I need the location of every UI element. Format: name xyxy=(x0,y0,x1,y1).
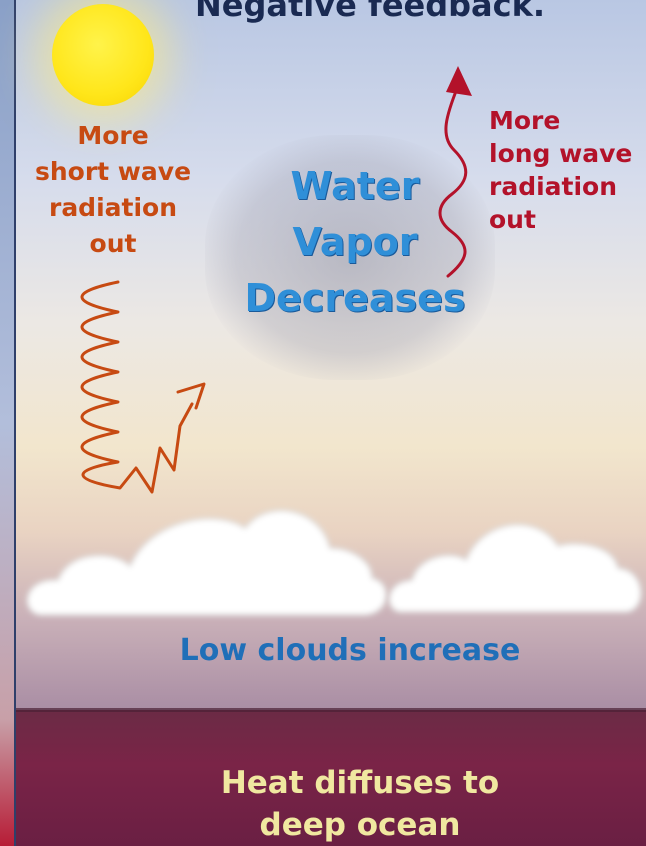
water-vapor-cloud xyxy=(205,135,495,380)
deep-ocean-line-2: deep ocean xyxy=(259,807,461,843)
page-title: Negative feedback. xyxy=(194,0,546,24)
deep-ocean-label: Heat diffuses to deep ocean xyxy=(130,762,590,846)
long-wave-line-1: More xyxy=(489,106,561,135)
short-wave-line-3: radiation xyxy=(48,193,178,222)
long-wave-radiation-arrow xyxy=(438,66,472,278)
short-wave-label: More short wave radiation out xyxy=(18,118,208,262)
ocean xyxy=(0,710,646,846)
low-cloud-right xyxy=(388,523,642,613)
long-wave-label: More long wave radiation out xyxy=(489,104,646,236)
water-vapor-label: Water Vapor Decreases xyxy=(220,158,490,326)
low-cloud-left xyxy=(26,509,388,616)
deep-ocean-line-1: Heat diffuses to xyxy=(220,765,500,801)
long-wave-line-3: radiation xyxy=(489,172,618,201)
short-wave-line-2: short wave xyxy=(34,157,192,186)
low-clouds-label: Low clouds increase xyxy=(179,633,521,668)
short-wave-radiation-arrow xyxy=(80,280,206,494)
left-edge-bar xyxy=(0,0,16,846)
long-wave-line-2: long wave xyxy=(489,139,633,168)
horizon xyxy=(0,708,646,712)
short-wave-line-1: More xyxy=(77,121,149,150)
sun-icon xyxy=(52,4,154,106)
water-vapor-line-3: Decreases xyxy=(244,276,466,320)
long-wave-line-4: out xyxy=(489,205,536,234)
water-vapor-line-2: Vapor xyxy=(292,220,418,264)
short-wave-line-4: out xyxy=(89,229,137,258)
water-vapor-line-1: Water xyxy=(290,164,420,208)
